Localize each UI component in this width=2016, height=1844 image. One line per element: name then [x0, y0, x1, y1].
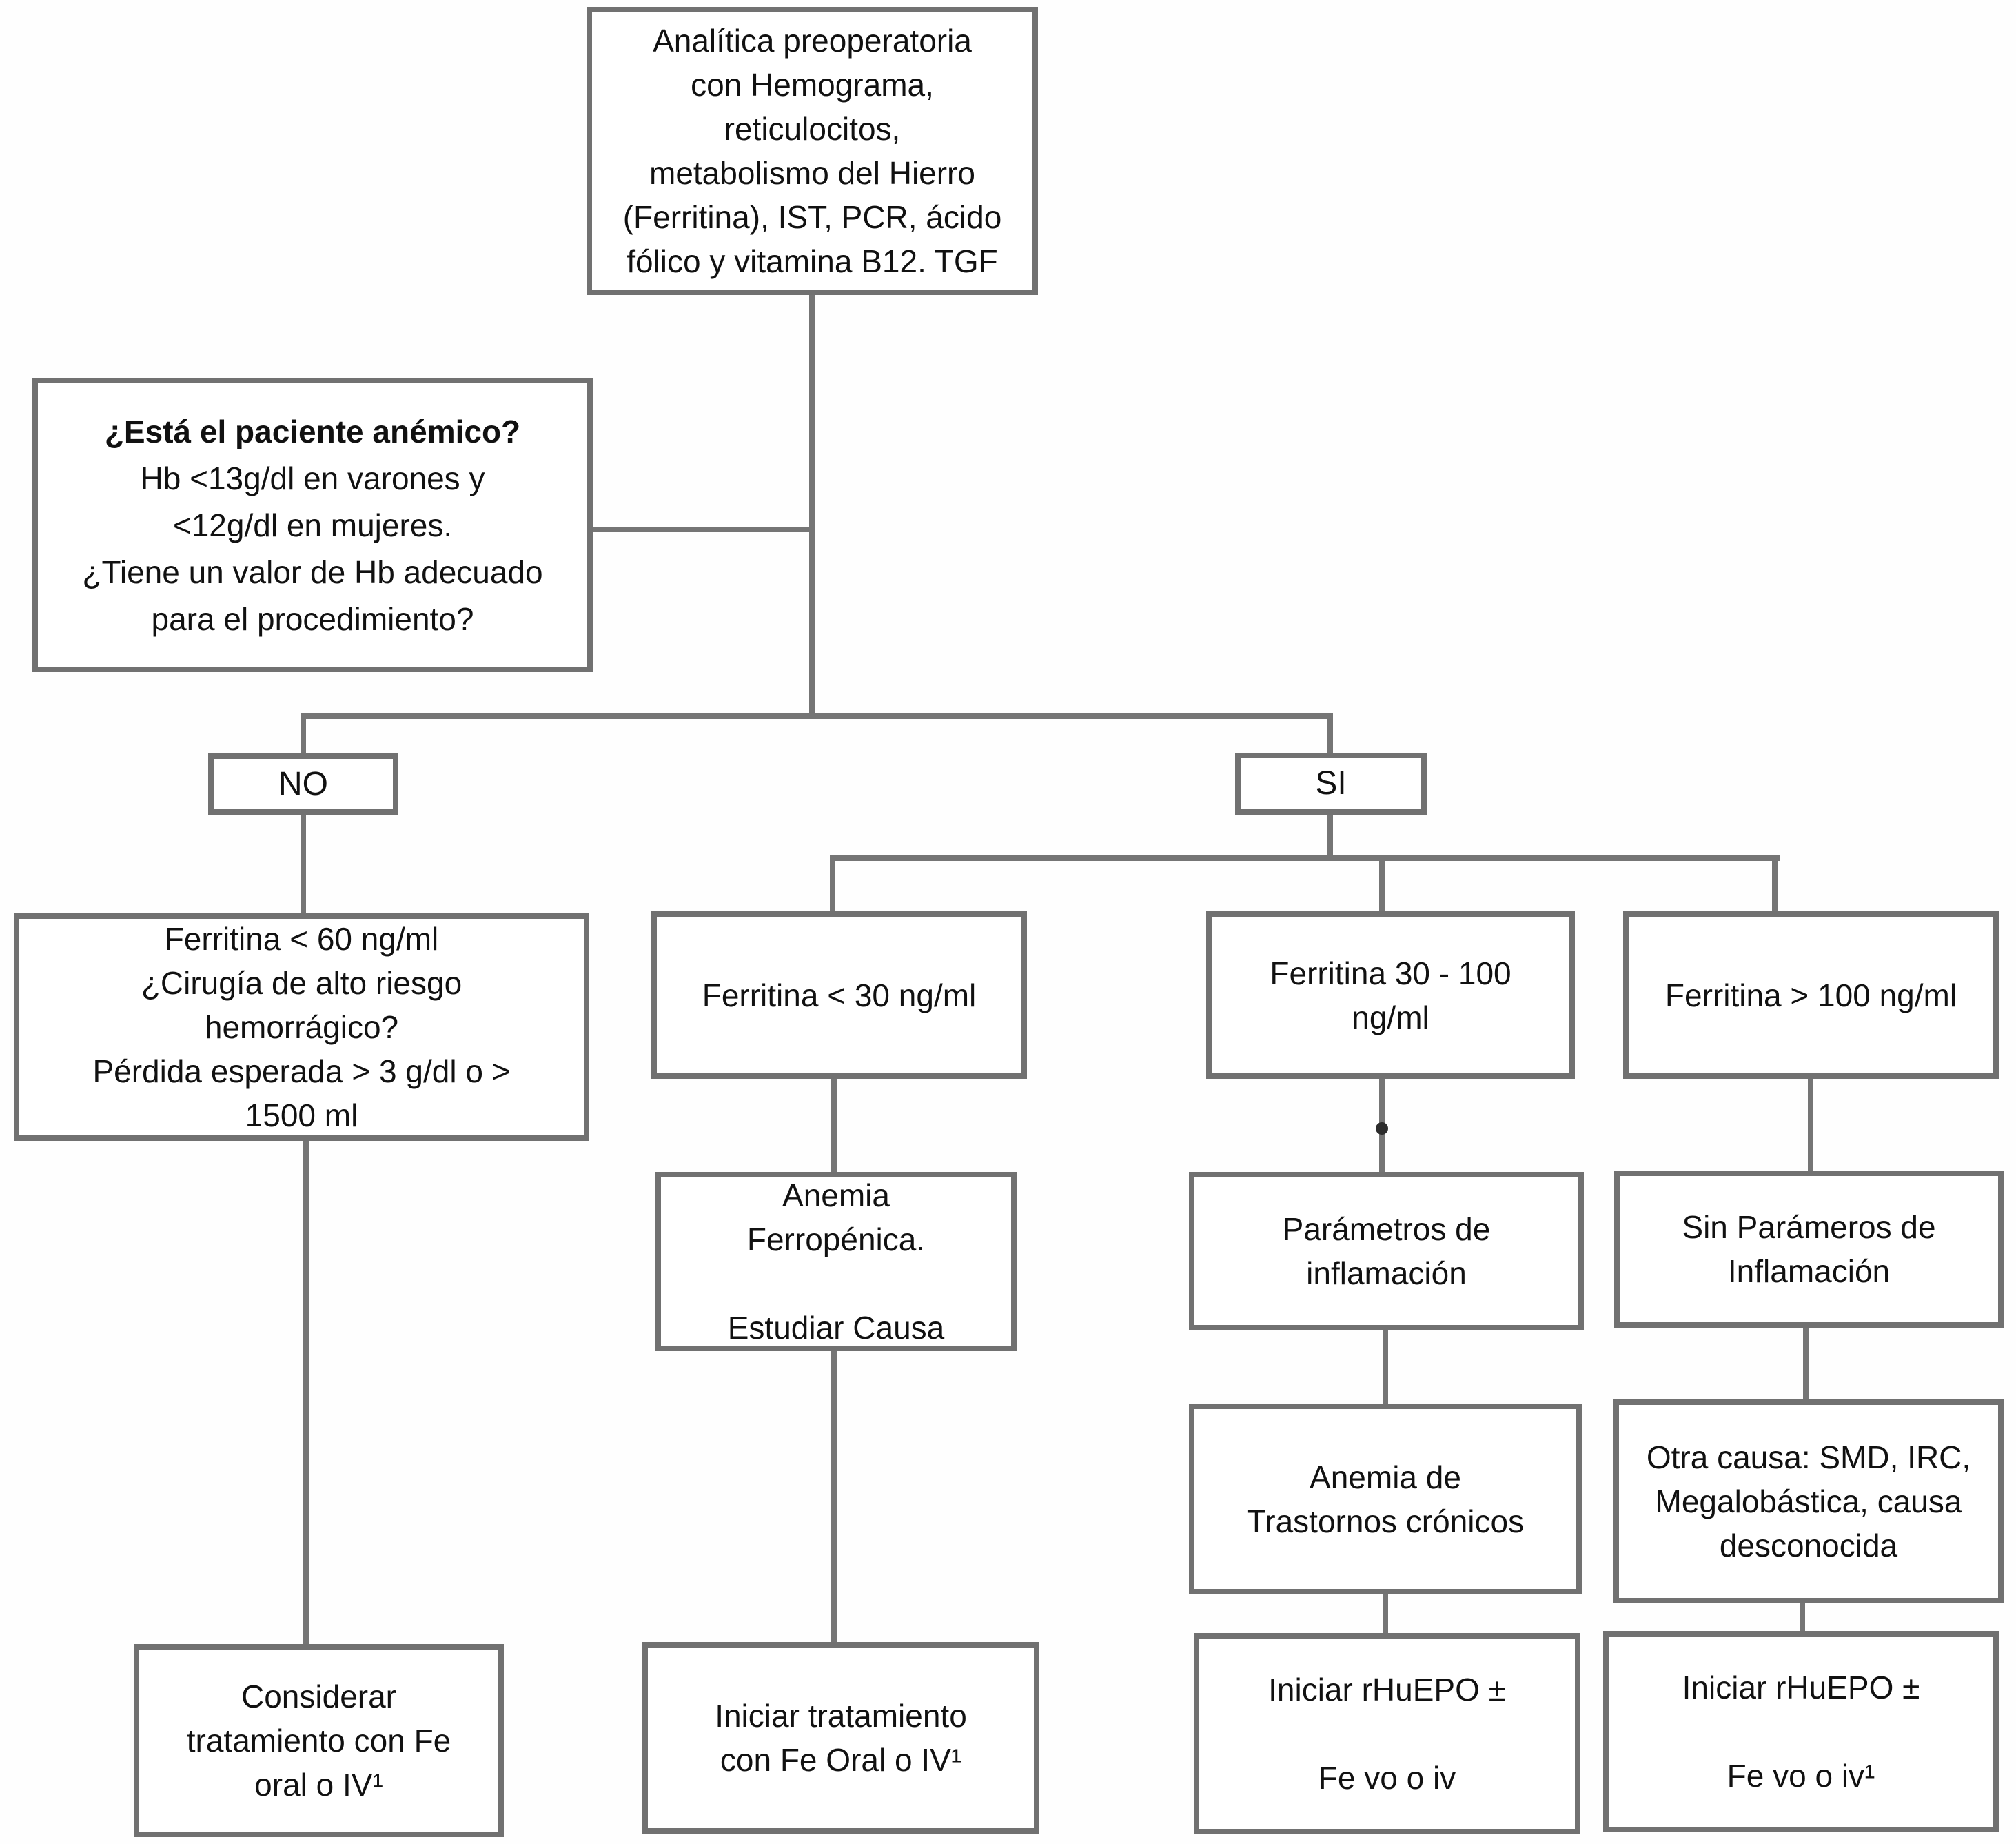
connector-no-to-ferritina60: [301, 815, 306, 916]
iniciar-rhuepo-action-box: Iniciar rHuEPO ± Fe vo o iv: [1194, 1633, 1580, 1834]
otra-causa-box: Otra causa: SMD, IRC, Megalobástica, cau…: [1613, 1399, 2004, 1603]
parametros-inflamacion-box: Parámetros de inflamación: [1189, 1172, 1584, 1330]
anemia-ferropenica-box: Anemia Ferropénica. Estudiar Causa: [655, 1172, 1017, 1351]
connector-si-three-way-split: [830, 855, 1780, 861]
connector-drop-to-no: [301, 716, 306, 756]
anemia-question-body: Hb <13g/dl en varones y <12g/dl en mujer…: [82, 460, 543, 637]
connector-drop-to-ferritina100: [1772, 855, 1778, 914]
anemia-question-title: ¿Está el paciente anémico?: [104, 413, 521, 449]
connector-drop-to-si: [1327, 716, 1333, 756]
sin-parametros-inflamacion-box: Sin Parámeros de Inflamación: [1614, 1171, 2004, 1328]
connector-sin-parametros-to-otra-causa: [1803, 1328, 1809, 1402]
anemia-question-box: ¿Está el paciente anémico? Hb <13g/dl en…: [32, 378, 593, 672]
connector-ferritina60-to-considerar: [303, 1141, 309, 1647]
connector-top-to-split: [809, 295, 815, 719]
connector-parametros-to-trastornos: [1383, 1330, 1388, 1406]
anemia-trastornos-cronicos-box: Anemia de Trastornos crónicos: [1189, 1404, 1582, 1594]
ferritina-30-100-box: Ferritina 30 - 100 ng/ml: [1206, 911, 1575, 1079]
connector-ferritina30-to-ferropenica: [831, 1079, 837, 1175]
connector-drop-to-ferritina30-100: [1379, 855, 1385, 914]
branch-si-box: SI: [1235, 753, 1427, 815]
branch-no-box: NO: [208, 753, 398, 815]
stray-mark: [1376, 1122, 1388, 1135]
connector-otra-causa-to-rhuepo-iv: [1800, 1603, 1805, 1634]
considerar-fe-action-box: Considerar tratamiento con Fe oral o IV¹: [134, 1644, 504, 1837]
iniciar-rhuepo-iv-action-box: Iniciar rHuEPO ± Fe vo o iv¹: [1603, 1631, 1999, 1832]
iniciar-fe-action-box: Iniciar tratamiento con Fe Oral o IV¹: [642, 1642, 1039, 1834]
connector-no-si-split: [301, 713, 1333, 719]
ferritina-gt100-box: Ferritina > 100 ng/ml: [1623, 911, 1999, 1079]
connector-trastornos-to-rhuepo: [1383, 1594, 1388, 1636]
connector-ferritina100-to-sin-parametros: [1808, 1079, 1813, 1173]
connector-question-to-trunk: [591, 527, 813, 532]
analitica-preoperatoria-box: Analítica preoperatoria con Hemograma, r…: [587, 7, 1038, 295]
connector-drop-to-ferritina30: [830, 855, 835, 914]
connector-si-to-split2: [1327, 815, 1333, 858]
connector-ferropenica-to-iniciar-fe: [831, 1351, 837, 1645]
ferritina-lt30-box: Ferritina < 30 ng/ml: [651, 911, 1027, 1079]
ferritina-lt60-criteria-box: Ferritina < 60 ng/ml ¿Cirugía de alto ri…: [14, 913, 589, 1141]
